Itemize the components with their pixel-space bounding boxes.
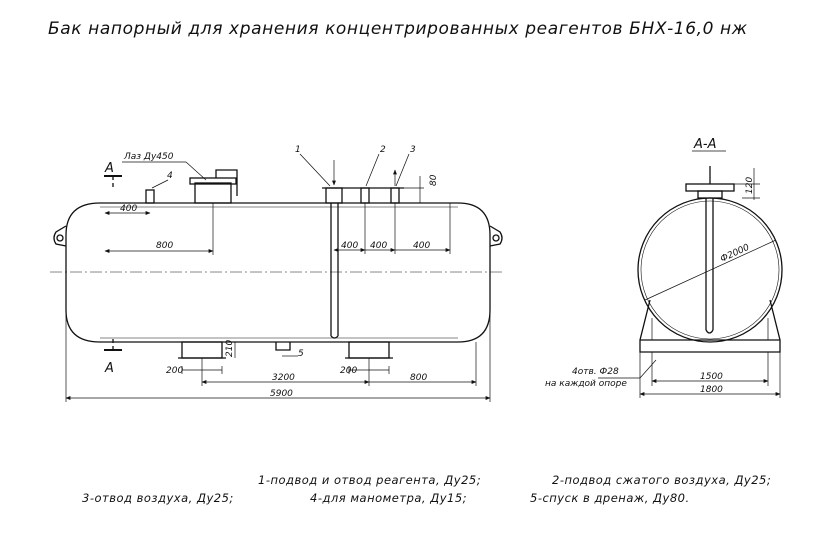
- dim-overall-width: 1800: [700, 385, 723, 395]
- nozzle-4: [145, 189, 155, 204]
- hole-note-2: на каждой опоре: [545, 379, 627, 389]
- section-title: А-А: [693, 137, 716, 152]
- nozzle-1: [325, 187, 343, 204]
- callout-3: 3: [410, 145, 416, 155]
- dim-nozzle-height: 80: [429, 174, 439, 186]
- lifting-lug-right: [489, 225, 503, 247]
- section-saddle: [639, 299, 781, 353]
- legend-item-4: 4-для манометра, Ду15;: [310, 491, 467, 505]
- nozzle-2: [360, 187, 370, 204]
- dim-base-width: 1500: [700, 372, 723, 382]
- dim-saddle-end-offset: 800: [410, 373, 427, 383]
- callout-4: 4: [167, 171, 173, 181]
- side-view-dimensions: [65, 153, 491, 402]
- callout-5: 5: [298, 349, 304, 359]
- manhole: [194, 182, 232, 204]
- section-nozzle: [685, 183, 735, 192]
- dim-pipe-spacing-2: 400: [370, 241, 387, 251]
- legend-item-1: 1-подвод и отвод реагента, Ду25;: [258, 473, 481, 487]
- section-mark-top: А: [104, 161, 114, 176]
- dim-manhole-offset: 400: [120, 204, 137, 214]
- legend-item-2: 2-подвод сжатого воздуха, Ду25;: [552, 473, 771, 487]
- section-view-labels: А-А Ф2000 120 1500 1800 4отв. Ф28 на каж…: [545, 137, 755, 395]
- dim-section-nozzle-height: 120: [745, 177, 755, 194]
- dim-manhole-pos: 800: [156, 241, 173, 251]
- diameter-label: Ф2000: [719, 243, 751, 265]
- section-mark-bottom: А: [104, 361, 114, 376]
- saddle-left: [181, 341, 223, 359]
- callout-2: 2: [380, 145, 386, 155]
- tank-body: [65, 202, 491, 343]
- saddle-right: [348, 341, 390, 359]
- hole-note-1: 4отв. Ф28: [572, 367, 619, 377]
- dim-pipe-spacing-3: 400: [413, 241, 430, 251]
- callout-1: 1: [295, 145, 301, 155]
- lifting-lug-left: [53, 225, 67, 247]
- side-view-labels: Лаз Ду450 А А 1 2 3 4 5 400 800 400 400 …: [104, 145, 439, 399]
- legend-item-5: 5-спуск в дренаж, Ду80.: [530, 491, 690, 505]
- dim-saddle-height: 210: [225, 340, 235, 357]
- dim-saddle-distance: 3200: [272, 373, 295, 383]
- side-view: [50, 169, 505, 359]
- tank-inner-wall: [100, 206, 458, 339]
- diameter-line: [644, 239, 777, 301]
- legend-item-3: 3-отвод воздуха, Ду25;: [82, 491, 234, 505]
- dim-saddle-width-left: 200: [166, 366, 183, 376]
- drawing-title: Бак напорный для хранения концентрирован…: [48, 19, 748, 39]
- manhole-handle: [215, 169, 238, 196]
- manhole-label: Лаз Ду450: [123, 152, 174, 162]
- section-view-dimensions: [598, 168, 781, 398]
- dim-pipe-spacing-1: 400: [341, 241, 358, 251]
- legend: 1-подвод и отвод реагента, Ду25; 2-подво…: [82, 473, 771, 505]
- nozzle-3: [390, 187, 400, 204]
- drain-5: [275, 342, 291, 351]
- dim-saddle-width-right: 200: [340, 366, 357, 376]
- dim-overall-length: 5900: [270, 389, 293, 399]
- section-view: [637, 166, 783, 353]
